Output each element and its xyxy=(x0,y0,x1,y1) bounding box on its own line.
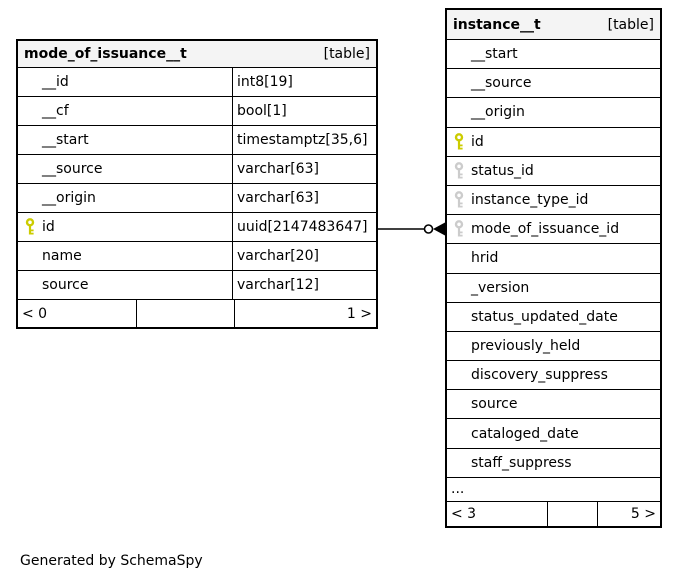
column-row: mode_of_issuance_id xyxy=(447,215,660,245)
primary-key-icon xyxy=(18,218,42,236)
column-type: varchar[63] xyxy=(237,190,319,206)
edge-arrowhead xyxy=(433,222,445,236)
column-name: id xyxy=(471,133,484,150)
column-row: __origin varchar[63] xyxy=(18,184,376,213)
column-type: uuid[2147483647] xyxy=(237,219,368,235)
column-row: _version xyxy=(447,274,660,303)
table-type-badge: [table] xyxy=(323,46,370,62)
column-name: __start xyxy=(471,46,518,63)
table-header[interactable]: instance__t [table] xyxy=(447,10,660,40)
column-row: hrid xyxy=(447,244,660,274)
column-type: bool[1] xyxy=(237,103,287,119)
column-name: status_id xyxy=(471,162,534,179)
foreign-key-icon xyxy=(447,161,471,180)
column-row: id uuid[2147483647] xyxy=(18,213,376,242)
column-type: varchar[12] xyxy=(237,277,319,293)
column-row: discovery_suppress xyxy=(447,361,660,391)
degree-footer: < 3 5 > xyxy=(447,501,660,526)
column-row: source xyxy=(447,390,660,420)
foreign-key-icon xyxy=(447,191,471,209)
primary-key-icon xyxy=(447,132,471,151)
column-name: instance_type_id xyxy=(471,192,589,209)
column-name: previously_held xyxy=(471,337,581,354)
column-row: __id int8[19] xyxy=(18,68,376,97)
column-name: _version xyxy=(471,279,530,296)
degree-footer: < 0 1 > xyxy=(18,300,376,327)
column-row: instance_type_id xyxy=(447,186,660,216)
column-name: name xyxy=(42,248,82,264)
table-node-mode-of-issuance-t[interactable]: mode_of_issuance__t [table] __id int8[19… xyxy=(16,39,378,329)
table-node-instance-t[interactable]: instance__t [table] __start __source __o… xyxy=(445,8,662,528)
column-type: int8[19] xyxy=(237,74,293,90)
table-title: instance__t xyxy=(453,16,541,33)
column-name: staff_suppress xyxy=(471,454,572,471)
column-name: status_updated_date xyxy=(471,308,618,325)
column-name: mode_of_issuance_id xyxy=(471,221,620,238)
column-row: __cf bool[1] xyxy=(18,97,376,126)
column-type: varchar[20] xyxy=(237,248,319,264)
footer-right: 5 > xyxy=(630,505,656,522)
column-name: discovery_suppress xyxy=(471,367,608,384)
foreign-key-icon xyxy=(447,220,471,238)
column-row: status_updated_date xyxy=(447,303,660,332)
column-type: timestamptz[35,6] xyxy=(237,132,368,148)
column-row: name varchar[20] xyxy=(18,242,376,271)
fk-relationship-edge xyxy=(376,222,445,236)
footer-left: < 3 xyxy=(451,505,477,522)
column-name: __source xyxy=(471,75,532,92)
column-row: status_id xyxy=(447,157,660,186)
column-name: id xyxy=(42,219,55,235)
column-type: varchar[63] xyxy=(237,161,319,177)
generated-by-caption: Generated by SchemaSpy xyxy=(20,553,203,569)
ellipsis-row: ... xyxy=(447,478,660,502)
footer-left: < 0 xyxy=(22,305,48,322)
footer-middle xyxy=(547,501,598,526)
column-row: __origin xyxy=(447,98,660,128)
column-row: __start xyxy=(447,40,660,70)
column-name: source xyxy=(42,277,89,293)
column-name: __cf xyxy=(42,103,69,119)
footer-middle xyxy=(136,300,235,327)
column-name: __id xyxy=(42,74,69,90)
column-row: staff_suppress xyxy=(447,449,660,478)
table-header[interactable]: mode_of_issuance__t [table] xyxy=(18,41,376,68)
column-name: __source xyxy=(42,161,103,177)
column-name: hrid xyxy=(471,250,499,267)
edge-open-circle xyxy=(423,224,434,234)
column-name: __origin xyxy=(42,190,96,206)
column-name: source xyxy=(471,396,518,413)
column-row: previously_held xyxy=(447,332,660,362)
column-name: __start xyxy=(42,132,89,148)
column-row: __source xyxy=(447,69,660,99)
table-title: mode_of_issuance__t xyxy=(24,46,187,62)
column-name: __origin xyxy=(471,104,525,121)
table-type-badge: [table] xyxy=(607,16,654,33)
column-row: __start timestamptz[35,6] xyxy=(18,126,376,155)
column-row: id xyxy=(447,128,660,157)
column-name: cataloged_date xyxy=(471,425,579,442)
column-row: source varchar[12] xyxy=(18,271,376,300)
column-row: cataloged_date xyxy=(447,419,660,449)
column-row: __source varchar[63] xyxy=(18,155,376,184)
footer-right: 1 > xyxy=(346,305,372,322)
